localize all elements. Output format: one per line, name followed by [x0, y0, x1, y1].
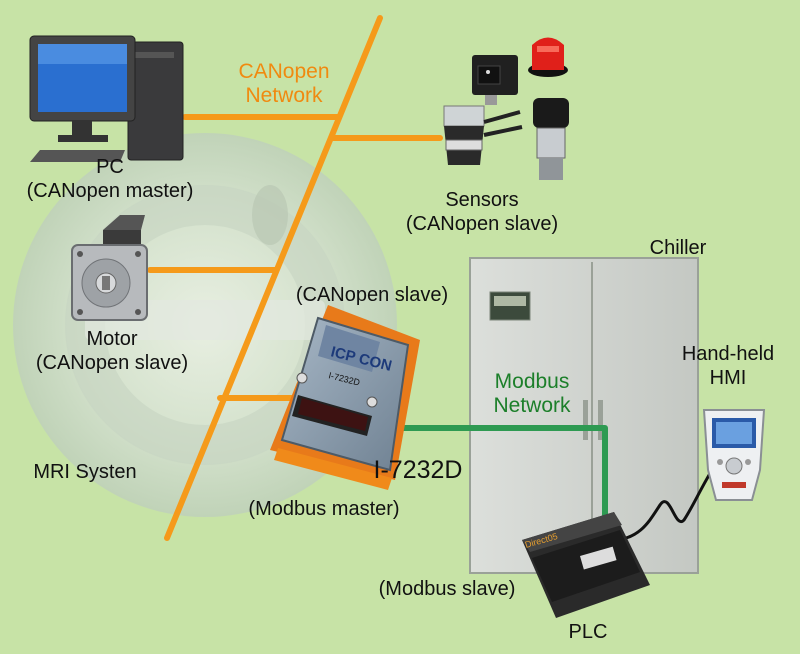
canopen-network-line2: Network: [245, 84, 323, 107]
modbus-network-label: Modbus Network: [477, 370, 587, 418]
mri-label: MRI Systen: [33, 461, 137, 483]
stepper-motor: [71, 215, 148, 321]
modbus-bus: [380, 425, 608, 525]
hmi-line2: HMI: [709, 367, 747, 389]
sensors-devices: [443, 37, 569, 180]
motor-label: Motor (CANopen slave): [12, 327, 212, 375]
pc-label: PC (CANopen master): [5, 155, 215, 203]
pc-computer: [29, 35, 184, 162]
plc-name-label: PLC: [568, 621, 608, 643]
sensors-name: Sensors: [445, 189, 519, 211]
modbus-network-line2: Network: [493, 394, 571, 417]
chiller-cabinet: [469, 257, 699, 574]
canopen-bus: [147, 15, 443, 541]
handheld-hmi: [702, 409, 766, 501]
pc-role: (CANopen master): [26, 180, 194, 202]
plc-role-label: (Modbus slave): [378, 578, 516, 600]
chiller-name: Chiller: [649, 237, 707, 259]
module-model-label: I-7232D: [373, 456, 463, 484]
module-modbus-role: (Modbus master): [248, 498, 400, 520]
canopen-network-label: CANopen Network: [226, 60, 342, 108]
modbus-network-line1: Modbus: [494, 370, 570, 393]
sensors-label: Sensors (CANopen slave): [382, 188, 582, 236]
pc-name: PC: [96, 156, 124, 178]
module-canopen-role: (CANopen slave): [295, 284, 449, 306]
motor-name: Motor: [86, 328, 138, 350]
sensors-role: (CANopen slave): [405, 213, 559, 235]
plc-device: Direct05: [522, 512, 650, 618]
motor-role: (CANopen slave): [35, 352, 189, 374]
canopen-network-line1: CANopen: [238, 60, 330, 83]
hmi-label: Hand-held HMI: [672, 342, 784, 390]
i7232d-module: ICP CON I-7232D: [270, 305, 420, 490]
chiller-label: Chiller: [628, 236, 728, 260]
hmi-line1: Hand-held: [681, 343, 775, 365]
hmi-cable: [611, 449, 724, 542]
